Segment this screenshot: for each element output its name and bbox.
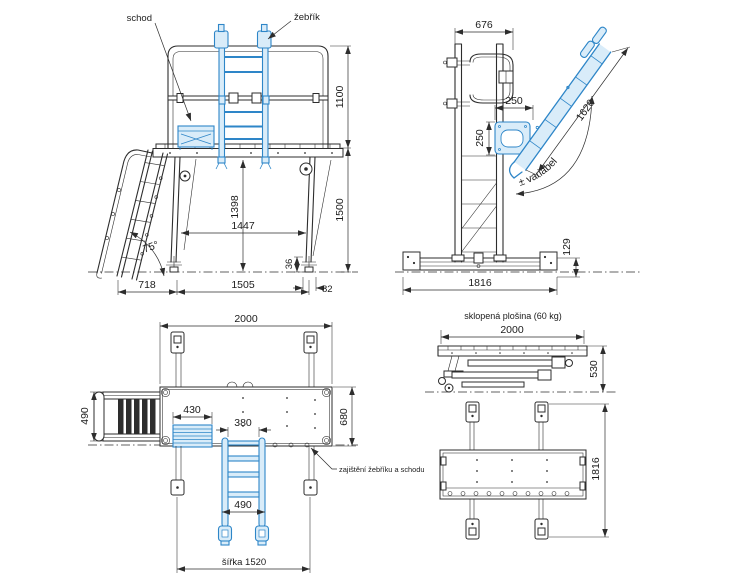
- variable-swing-arc: [515, 95, 595, 197]
- folded-feet-top: [465, 401, 549, 450]
- folded-view-title: sklopená plošina (60 kg): [464, 311, 562, 321]
- dim-bracket-offset: 250: [505, 95, 523, 107]
- access-stairs: [96, 149, 169, 281]
- step-plan: [172, 424, 213, 448]
- ladder-plan: [217, 437, 270, 546]
- base-frame: [402, 251, 558, 271]
- folded-plan-view: 1816: [439, 401, 609, 540]
- ladder-front: [213, 23, 272, 170]
- dim-ladder-inner-width: 380: [234, 417, 252, 429]
- stair-angle-label: 75°: [141, 239, 160, 256]
- adjustable-foot: [166, 256, 182, 273]
- guard-railing: [167, 45, 329, 149]
- ladder-hook-icon: [591, 26, 607, 44]
- dim-folded-base-length: 1816: [590, 457, 602, 481]
- folded-platform: [437, 345, 588, 357]
- ladder-hook-icon: [256, 30, 272, 49]
- folded-platform-plan: [439, 449, 587, 500]
- ladder-hook-icon: [213, 30, 229, 49]
- dim-bracket-height: 250: [474, 129, 486, 147]
- ladder-callout-label: žebřík: [294, 12, 320, 23]
- dim-foot-height: 36: [284, 259, 295, 270]
- mast-column: [451, 43, 507, 268]
- dim-inner-span: 1447: [231, 220, 255, 232]
- side-elevation-view: 676 250 250 1620 ± variabel 129 1816: [395, 19, 640, 295]
- dim-depth: 676: [475, 19, 493, 31]
- dim-total-height: 1500: [334, 198, 346, 222]
- dim-support-span: 1505: [231, 279, 255, 291]
- dim-platform-depth: 680: [338, 408, 350, 426]
- folded-side-view: sklopená plošina (60 kg) 2000 530: [425, 311, 618, 393]
- dim-base-length: 1816: [468, 277, 492, 289]
- dim-folded-height: 530: [588, 360, 600, 378]
- step-front: [177, 125, 215, 150]
- folded-feet-bottom: [465, 499, 549, 540]
- folded-legs-mechanism: [438, 355, 573, 393]
- plan-view: zajištění žebříku a schodu 2000 490 430 …: [79, 313, 424, 573]
- ladder-stowed: [508, 26, 612, 179]
- stairs-plan: [93, 391, 161, 442]
- lock-callout-label: zajištění žebříku a schodu: [339, 465, 424, 474]
- lock-leader-line: [310, 447, 337, 470]
- plan-dimensions: 2000 490 430 380 680 490 šířka 1520: [79, 313, 356, 573]
- dim-folded-length: 2000: [500, 324, 524, 336]
- handrail-loop: [443, 53, 514, 109]
- dim-step-width: 430: [183, 404, 201, 416]
- step-callout-label: schod: [127, 13, 152, 24]
- support-legs: [166, 156, 332, 273]
- dim-clearance-height: 1398: [229, 195, 241, 219]
- dim-foot-width: 82: [322, 284, 333, 295]
- dim-railing-height: 1100: [334, 86, 346, 109]
- outrigger-top: [170, 331, 318, 387]
- dim-stair-run: 718: [138, 279, 156, 291]
- front-elevation-view: schod žebřík 1100 1500 1398 1447 36 82 7…: [88, 12, 358, 295]
- dim-ladder-width: 490: [234, 499, 252, 511]
- dim-base-height: 129: [561, 238, 573, 256]
- dim-stair-width: 490: [79, 407, 91, 425]
- step-leader-line: [154, 22, 192, 122]
- dim-length: 2000: [234, 313, 258, 325]
- ladder-leader-line: [267, 20, 292, 40]
- dim-track-width: šířka 1520: [222, 557, 266, 568]
- outrigger-bottom: [170, 446, 318, 496]
- adjustable-foot: [301, 256, 317, 273]
- front-dimensions: 1100 1500 1398 1447 36 82 718 1505 75°: [117, 45, 351, 295]
- dim-ladder-length: 1620: [574, 97, 598, 123]
